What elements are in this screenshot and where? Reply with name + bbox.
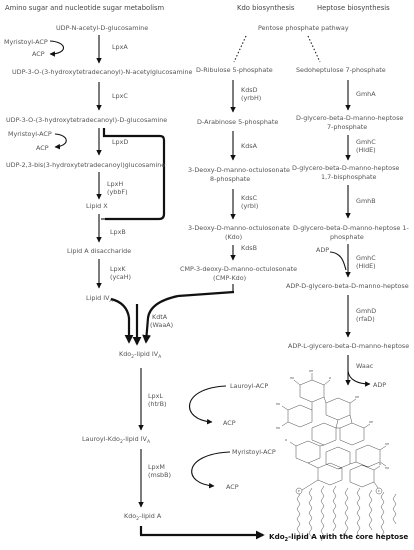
cmp-kdo-line1: CMP-3-deoxy-D-manno-octulosonate [180, 265, 297, 273]
enzyme-lpxb: LpxB [110, 228, 126, 236]
converge-from-cmp-kdo [142, 294, 179, 344]
lipid-iva: Lipid IVA [86, 294, 114, 304]
sedoheptulose-7-phosphate: Sedoheptulose 7-phosphate [296, 66, 386, 74]
enzyme-lpxm: LpxM [148, 463, 165, 471]
lipid-a-disaccharide: Lipid A disaccharide [67, 247, 131, 255]
enzyme-kdsc: KdsC [241, 194, 258, 202]
cmp-kdo-to-kdta [177, 290, 235, 298]
adp-label-1: ADP [316, 246, 329, 254]
enzyme-gmhd: GmhD [356, 307, 376, 315]
enzyme-gmhb: GmhB [356, 197, 376, 205]
d-arabinose-5-phosphate: D-Arabinose 5-phosphate [197, 118, 278, 126]
myristoyl-acp-label-1: Myristoyl-ACP [4, 38, 48, 46]
myristoyl-acp-label-3: Myristoyl-ACP [232, 448, 276, 456]
adp-d-glycero-heptose: ADP-D-glycero-beta-D-manno-heptose [286, 282, 409, 290]
enzyme-hlde: (HldE) [356, 146, 376, 154]
side-arrow-acp-1 [49, 40, 65, 57]
svg-text:HO: HO [276, 402, 280, 406]
heptose-1-phosphate-line2: phosphate [330, 233, 364, 241]
enzyme-lpxa: LpxA [112, 43, 128, 51]
acp-label-4: ACP [226, 483, 239, 491]
header-amino-sugar: Amino sugar and nucleotide sugar metabol… [5, 4, 165, 12]
cmp-kdo-line2: (CMP-Kdo) [213, 274, 246, 282]
lauroyl-acp-label: Lauroyl-ACP [230, 382, 268, 390]
enzyme-lpxh: LpxH [107, 180, 123, 188]
udp-3-o-hydroxy-n-acetylglucosamine: UDP-3-O-(3-hydroxytetradecanoyl)-N-acety… [12, 68, 193, 76]
svg-text:O: O [329, 376, 331, 380]
converge-from-lipid [110, 297, 134, 344]
enzyme-waaa: (WaaA) [150, 321, 173, 329]
d-ribulose-5-phosphate: D-Ribulose 5-phosphate [196, 66, 273, 74]
svg-text:OH: OH [309, 369, 313, 373]
svg-text:O: O [285, 438, 287, 442]
side-arrow-myristoyl [191, 451, 231, 489]
acp-label-2: ACP [36, 144, 49, 152]
enzyme-waac: Waac [356, 362, 374, 370]
enzyme-ycah: (ycaH) [110, 273, 131, 281]
myristoyl-acp-label-2: Myristoyl-ACP [8, 130, 52, 138]
enzyme-gmhc: GmhC [356, 138, 376, 146]
dotted-link-sedoheptulose [307, 35, 321, 63]
enzyme-gmhc-2: GmhC [356, 254, 376, 262]
enzyme-kdsb: KdsB [241, 244, 257, 252]
svg-text:OH: OH [355, 395, 359, 399]
enzyme-yrbi: (yrbI) [241, 202, 258, 210]
side-arrow-lauroyl [188, 385, 227, 425]
final-product-label: Kdo2-lipid A with the core heptose [269, 532, 408, 543]
heptose-1-phosphate-line1: D-glycero-beta-D-manno-heptose 1- [293, 224, 409, 232]
enzyme-kdta: KdtA [152, 313, 168, 321]
svg-text:OH: OH [385, 442, 389, 446]
enzyme-lpxl: LpxL [148, 392, 163, 400]
header-pentose-phosphate: Pentose phosphate pathway [258, 24, 349, 32]
acp-label-1: ACP [32, 50, 45, 58]
enzyme-ybbf: (ybbF) [107, 188, 128, 196]
acp-label-3: ACP [223, 419, 236, 427]
svg-text:HO: HO [290, 376, 294, 380]
kdo-line2: (Kdo) [225, 233, 242, 241]
heptose-bisphosphate-line1: D-glycero-beta-D-manno-heptose [292, 164, 399, 172]
svg-text:OH: OH [369, 420, 373, 424]
adp-label-2: ADP [373, 381, 386, 389]
dotted-link-ribulose [233, 35, 247, 63]
side-arrow-adp-2 [347, 370, 371, 387]
svg-text:O: O [379, 462, 381, 466]
heptose-bisphosphate-line2: 1,7-bisphosphate [321, 173, 377, 181]
heptose-7-phosphate-line1: D-glycero-beta-D-manno-heptose [296, 114, 403, 122]
lipid-x: Lipid X [86, 202, 108, 210]
kdo-8-phosphate-line2: 8-phosphate [210, 175, 250, 183]
side-arrow-acp-2 [54, 133, 67, 150]
enzyme-lpxc: LpxC [112, 92, 128, 100]
udp-n-acetyl-glucosamine: UDP-N-acetyl-D-glucosamine [56, 24, 148, 32]
enzyme-kdsa: KdsA [241, 142, 258, 150]
core-heptose-structure-drawing: HO OH O HO HO OH OH HO O OH O P P [276, 369, 397, 542]
heptose-7-phosphate-line2: 7-phosphate [327, 123, 367, 131]
udp-bis-hydroxy-glucosamine: UDP-2,3-bis(3-hydroxytetradecanoyl)gluco… [6, 161, 165, 169]
kdo2-lipid-a: Kdo2-lipid A [124, 512, 162, 522]
svg-text:HO: HO [385, 466, 389, 470]
enzyme-rfad: (rfaD) [356, 315, 375, 323]
enzyme-htrb: (htrB) [148, 400, 167, 408]
header-heptose-biosynthesis: Heptose biosynthesis [317, 4, 390, 12]
enzyme-lpxd: LpxD [112, 138, 128, 146]
side-arrow-adp-1 [329, 251, 347, 271]
svg-text:P: P [298, 489, 300, 493]
enzyme-msbb: (msbB) [148, 471, 171, 479]
enzyme-lpxk: LpxK [110, 265, 126, 273]
udp-3-o-hydroxy-glucosamine: UDP-3-O-(3-hydroxytetradecanoyl)-D-gluco… [6, 116, 167, 124]
adp-l-glycero-heptose: ADP-L-glycero-beta-D-manno-heptose [288, 342, 409, 350]
kdo-8-phosphate-line1: 3-Deoxy-D-manno-octulosonate [188, 166, 290, 174]
enzyme-hlde-2: (HldE) [356, 262, 376, 270]
kdo-line1: 3-Deoxy-D-manno-octulosonate [188, 224, 290, 232]
kdo2-lipid-iva: Kdo2-lipid IVA [119, 350, 162, 360]
svg-text:P: P [378, 489, 380, 493]
header-kdo-biosynthesis: Kdo biosynthesis [237, 4, 295, 12]
lauroyl-kdo2-lipid-iva: Lauroyl-Kdo2-lipid IVA [82, 435, 151, 445]
svg-text:HO: HO [276, 426, 280, 430]
bracket-connector [102, 128, 166, 221]
enzyme-yrbh: (yrbH) [241, 94, 261, 102]
enzyme-kdsd: KdsD [241, 86, 258, 94]
enzyme-gmha: GmhA [356, 90, 376, 98]
